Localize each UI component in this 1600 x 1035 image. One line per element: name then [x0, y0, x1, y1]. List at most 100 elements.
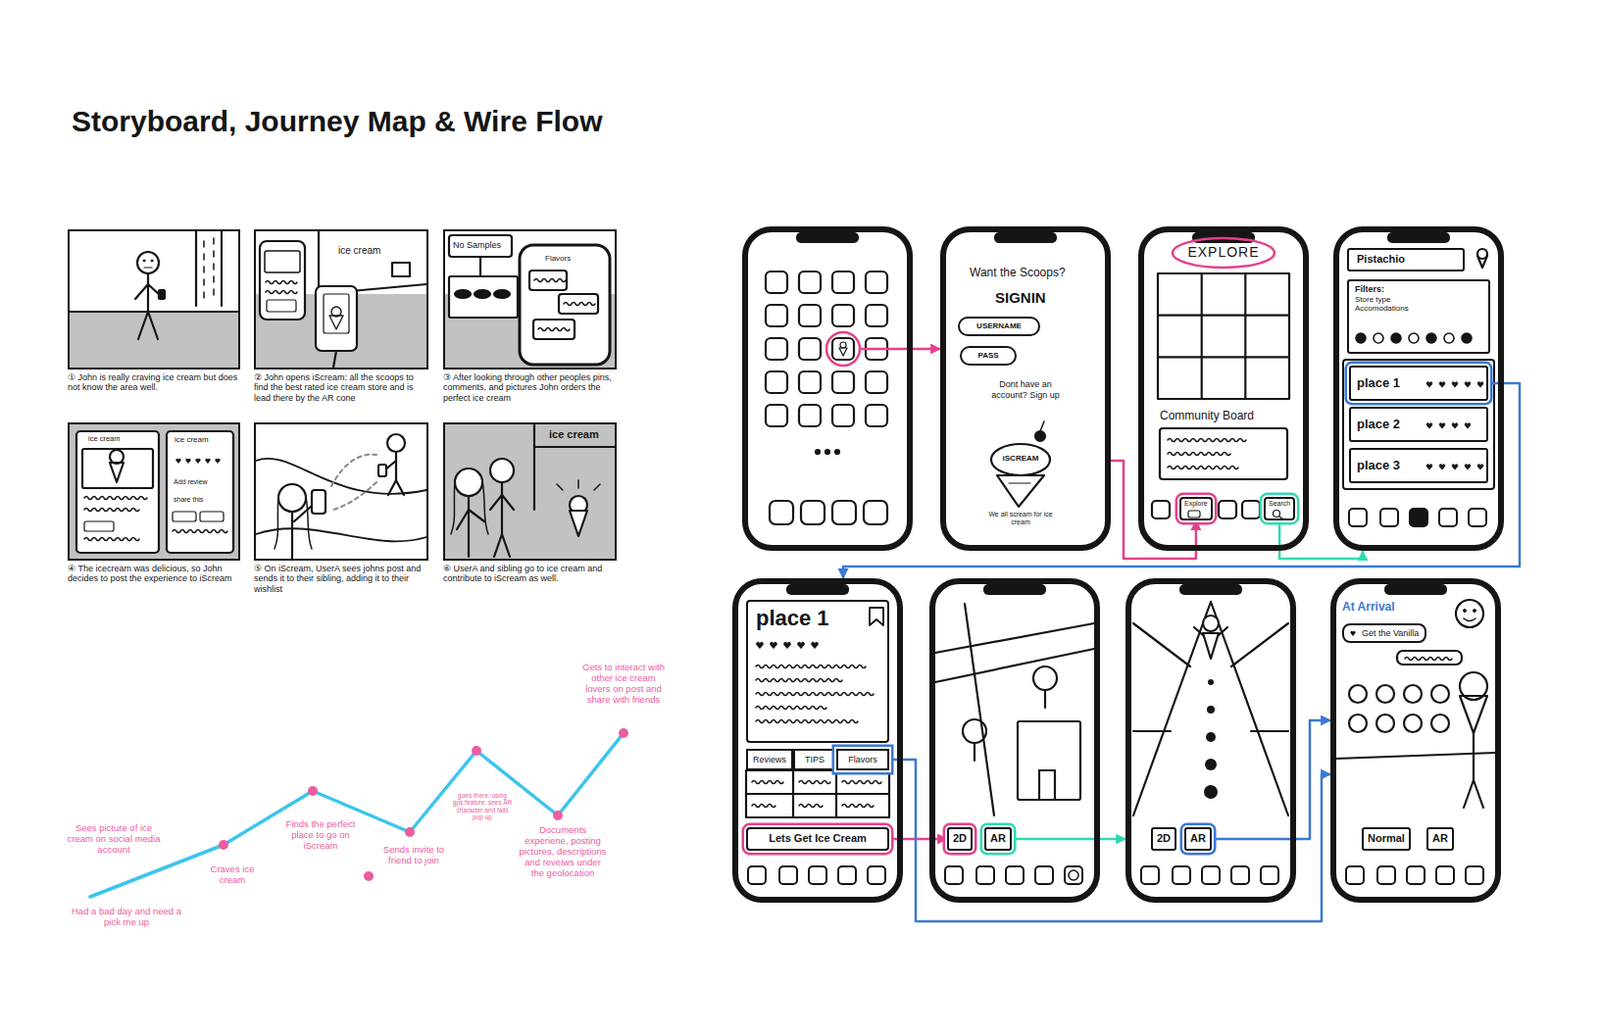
sketch-line	[533, 319, 575, 340]
sketch-line	[294, 505, 312, 522]
screen-text: EXPLORE	[1173, 244, 1274, 261]
sketch-line	[534, 446, 615, 449]
journey-point	[618, 728, 629, 739]
person-sketch	[490, 458, 514, 483]
sketch-line	[964, 603, 995, 816]
sketch-line	[825, 450, 830, 454]
sketch-line	[935, 623, 1095, 653]
sketch-line	[1463, 609, 1467, 613]
sketch-line	[1273, 510, 1281, 518]
sketch-label: ice cream	[549, 428, 600, 442]
journey-point	[404, 827, 415, 838]
sketch-line	[212, 276, 215, 283]
screen-card	[76, 431, 159, 553]
counter	[449, 276, 518, 318]
scribble-line	[265, 281, 298, 285]
flow-arrow	[1110, 460, 1197, 559]
sketch-line	[147, 273, 150, 312]
sketch-line	[1463, 618, 1476, 622]
sketch-label: No Samples	[452, 240, 501, 250]
ui-element: Search	[1263, 497, 1296, 521]
nav-icon	[1242, 500, 1260, 519]
app-icon	[799, 404, 821, 427]
sketch-line	[1463, 780, 1474, 808]
flavor-circle	[1376, 714, 1395, 733]
heart-icon	[784, 642, 792, 649]
sketch-line	[815, 450, 820, 454]
path-dot	[1204, 758, 1217, 771]
screen-card	[166, 431, 234, 553]
sketch-line	[569, 510, 588, 537]
nav-icon	[945, 866, 963, 885]
sketch-line	[396, 480, 404, 496]
sketch-line	[1473, 609, 1477, 613]
screen-text: iSCREAM	[995, 453, 1047, 464]
sketch-line	[839, 348, 848, 356]
ui-element: USERNAME	[957, 316, 1041, 337]
sketch-line	[1157, 314, 1290, 317]
sketch-line	[501, 495, 514, 510]
panel-caption: ⑥ UserA and sibling go to ice cream and …	[443, 563, 617, 585]
nav-icon	[1436, 866, 1454, 885]
sketch-line	[202, 266, 205, 273]
heart-icon	[215, 458, 220, 463]
scribble-line	[534, 279, 566, 283]
sketch-line	[746, 793, 890, 796]
ui-element: AR	[1426, 827, 1454, 851]
ui-element: place 2	[1349, 406, 1489, 443]
sketch-line	[835, 450, 840, 454]
table-grid	[746, 770, 890, 818]
ground	[69, 424, 239, 559]
flavor-circle	[1403, 714, 1422, 733]
sketch-line	[1244, 273, 1247, 400]
phone-frame: 2DAR	[929, 578, 1100, 903]
heart-icon	[1439, 423, 1446, 429]
sketch-label: Flavors	[545, 253, 571, 263]
screen-text: Dont have an account? Sign up	[985, 379, 1066, 401]
scribble-line	[84, 508, 140, 512]
app-icon	[765, 304, 788, 327]
ui-label: 2D	[952, 832, 967, 846]
stick-figure	[137, 251, 159, 274]
sketch-line	[144, 266, 152, 268]
nav-icon	[1377, 866, 1396, 885]
nav-icon	[1409, 508, 1428, 527]
flow-arrow	[1279, 520, 1363, 559]
storyboard-panel: ① John is really craving ice cream but d…	[67, 229, 241, 370]
scribble-line	[1167, 452, 1231, 456]
sketch-line	[264, 250, 300, 273]
sketch-line	[456, 509, 469, 530]
ui-label: Explore	[1184, 500, 1208, 508]
screen-text: At Arrival	[1342, 600, 1396, 614]
sketch-line	[135, 284, 149, 300]
nav-icon	[838, 866, 856, 885]
phone-notch	[983, 584, 1047, 596]
journey-point	[552, 810, 563, 821]
sketch-line	[212, 263, 215, 270]
person-sketch	[278, 484, 306, 512]
sketch-line	[202, 292, 205, 299]
sign	[449, 235, 512, 257]
sketch-label: ice cream	[88, 435, 121, 445]
ui-label: Accomodations	[1354, 303, 1483, 314]
app-icon	[799, 304, 821, 327]
app-icon	[865, 404, 888, 427]
heart-icon	[1350, 631, 1355, 636]
ui-label: TIPS	[804, 754, 825, 766]
title: Storyboard, Journey Map & Wire Flow	[71, 103, 602, 140]
sketch-line	[82, 449, 153, 489]
journey-label: Gets to interact with other ice cream lo…	[582, 662, 665, 706]
nav-icon	[1468, 508, 1487, 527]
journey-label: Craves ice cream	[202, 864, 262, 887]
nav-icon	[1465, 866, 1484, 885]
sketch-line	[202, 253, 205, 260]
ui-element: place 1	[746, 600, 890, 744]
sketch-line	[500, 482, 503, 535]
sketch-line	[333, 350, 337, 368]
sketch-line	[392, 262, 410, 277]
screen-text: SIGNIN	[995, 289, 1047, 307]
heart-icon	[1464, 423, 1471, 429]
heart-icon	[205, 458, 210, 463]
nav-icon	[1064, 866, 1083, 885]
scribble-line	[1404, 657, 1452, 661]
